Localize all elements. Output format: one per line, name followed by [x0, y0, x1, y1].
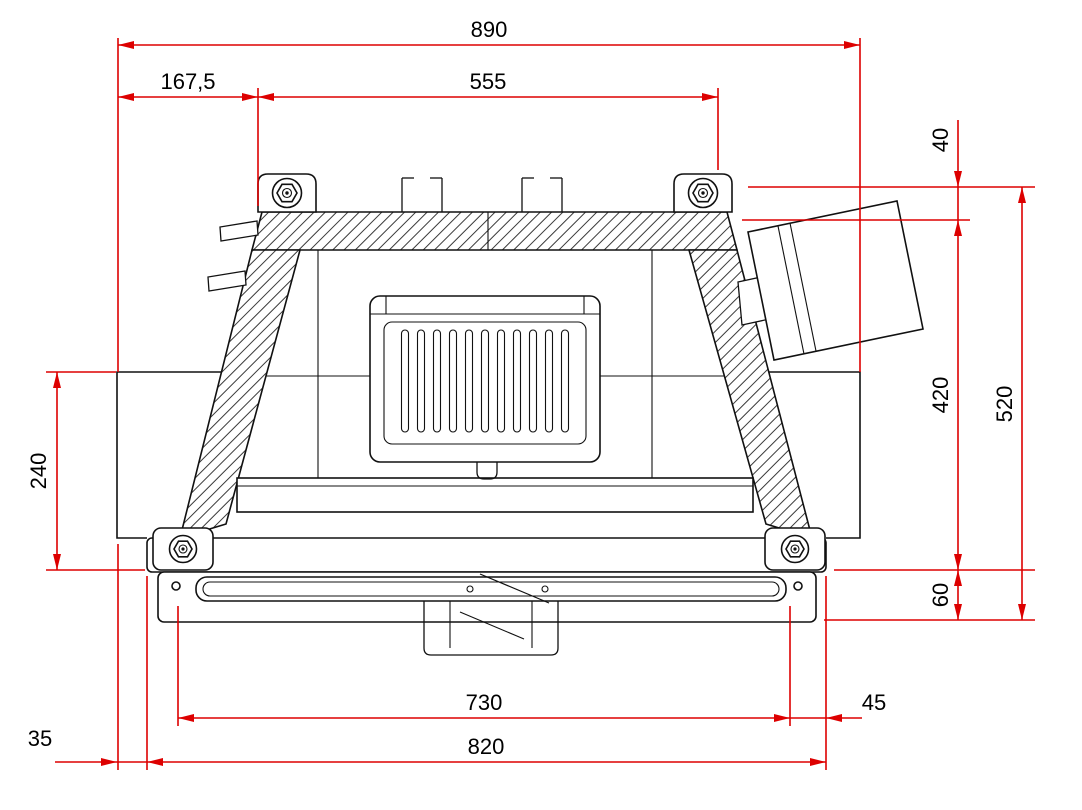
dim-right-upper-label: 40: [928, 128, 953, 152]
dim-left-height-label: 240: [26, 453, 51, 490]
bolt-icon: [168, 534, 198, 564]
front-shelf: [236, 477, 754, 513]
dim-right-base-label: 60: [928, 583, 953, 607]
dimension-labels: 890 167,5 555 240 40 420 60 520 730 45 8…: [26, 17, 1017, 759]
dimension-arrows: [53, 41, 1026, 766]
dim-top-total-label: 890: [471, 17, 508, 42]
dim-right-body-label: 420: [928, 377, 953, 414]
dim-top-left-offset-label: 167,5: [160, 69, 215, 94]
dim-top-opening-label: 555: [470, 69, 507, 94]
grille: [369, 295, 601, 480]
dim-bottom-base-label: 820: [468, 734, 505, 759]
bottom-bracket-left: [152, 527, 214, 571]
dim-bottom-left-offset-label: 35: [28, 726, 52, 751]
left-wall: [178, 249, 302, 540]
grille-slots: [400, 329, 570, 433]
bottom-frame: [157, 571, 817, 623]
bolt-icon: [780, 534, 810, 564]
base-plate: [146, 537, 827, 573]
right-wing: [769, 371, 861, 539]
flue-chute: [737, 200, 924, 361]
bottom-bracket-right: [764, 527, 826, 571]
dimension-lines: [46, 38, 1035, 770]
drawing-body: [116, 173, 924, 656]
dim-right-total-label: 520: [992, 386, 1017, 423]
top-bracket-left: [257, 173, 317, 213]
dim-bottom-right-offset-label: 45: [862, 690, 886, 715]
bolt-icon: [687, 177, 719, 209]
top-bracket-right: [673, 173, 733, 213]
bolt-icon: [271, 177, 303, 209]
grille-spout: [476, 462, 498, 480]
dim-bottom-inner-label: 730: [466, 690, 503, 715]
left-hinge-tabs: [207, 220, 259, 292]
left-wing: [116, 371, 222, 539]
damper-mechanism: [423, 601, 559, 656]
top-clips: [401, 177, 563, 212]
top-band: [250, 211, 739, 251]
